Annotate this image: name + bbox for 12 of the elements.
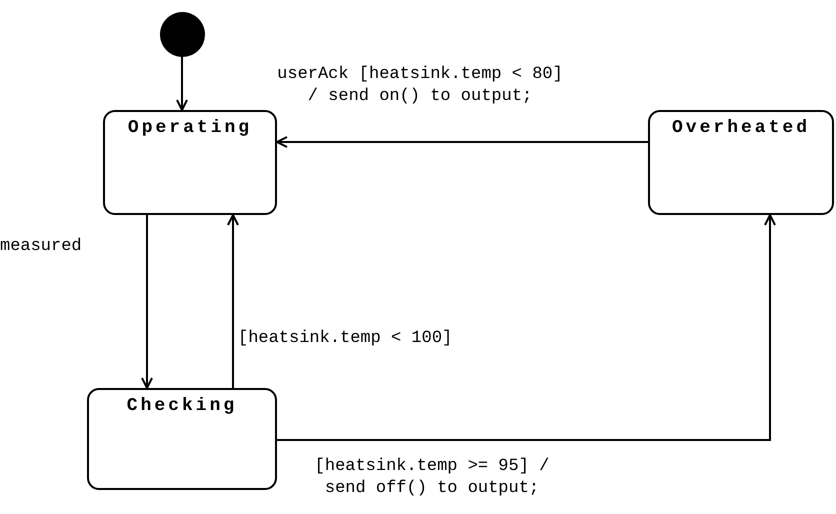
state-box	[103, 110, 277, 215]
state-name: Overheated	[672, 118, 810, 138]
transition-arrow	[227, 214, 239, 388]
transition-arrow	[277, 214, 776, 441]
state-box	[87, 388, 277, 490]
state-name: Checking	[126, 396, 238, 416]
transition-arrow	[276, 136, 648, 148]
state-name: Operating	[128, 118, 252, 138]
transition-arrow	[141, 215, 153, 389]
initial-state-dot	[160, 12, 205, 57]
transition-arrow	[176, 57, 188, 111]
state-box	[648, 110, 834, 215]
